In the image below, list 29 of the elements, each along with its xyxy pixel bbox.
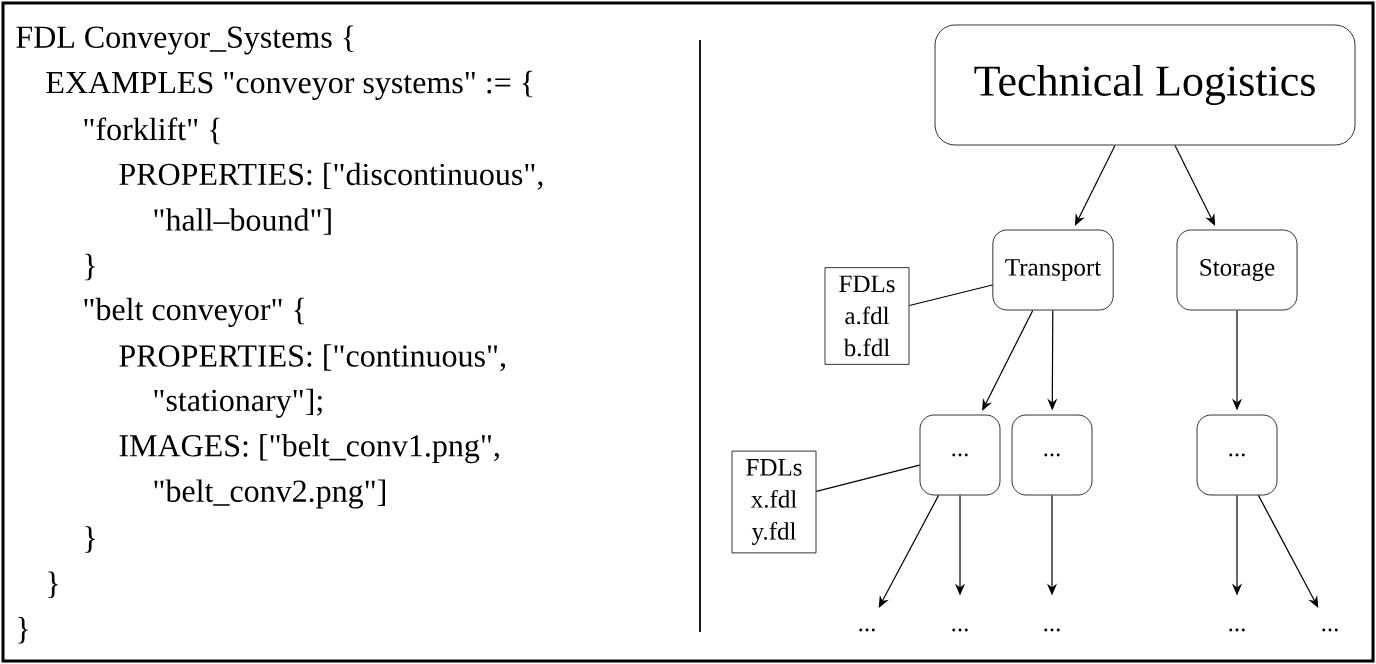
ellipsis-text: ... [952, 628, 968, 632]
ellipsis-text: ... [1322, 628, 1338, 632]
code-line: } [85, 253, 95, 281]
leader-line [815, 464, 921, 492]
category-box: Storage [1176, 229, 1298, 311]
ellipsis-text: ... [1229, 628, 1245, 632]
ellipsis-text: ... [1044, 628, 1060, 632]
code-line: "hall–bound"] [154, 208, 331, 235]
code-line: "belt conveyor" { [84, 297, 305, 327]
file-list-box: FDLs x.fdl y.fdl [731, 450, 817, 554]
category-box: ... [1196, 414, 1278, 496]
category-box: ... [919, 414, 1001, 496]
code-line: "belt_conv2.png"] [154, 479, 385, 509]
code-line: "stationary"]; [154, 388, 322, 418]
code-line: PROPERTIES: ["discontinuous", [119, 162, 543, 190]
code-line: PROPERTIES: ["continuous", [119, 344, 506, 372]
code-line: } [48, 571, 58, 599]
code-line: } [85, 526, 95, 553]
code-line: EXAMPLES "conveyor systems" := { [46, 70, 533, 100]
category-box: Transport [992, 229, 1114, 311]
code-line: FDL Conveyor_Systems { [16, 25, 354, 55]
code-line: "forklift" { [84, 117, 220, 145]
code-line: } [18, 616, 28, 644]
category-box: ... [1011, 414, 1093, 496]
ellipsis-text: ... [859, 628, 875, 632]
code-line: IMAGES: ["belt_conv1.png", [119, 434, 499, 464]
category-box: Technical Logistics [934, 24, 1356, 146]
leader-line [908, 284, 994, 307]
file-list-box: FDLs a.fdl b.fdl [824, 267, 910, 365]
